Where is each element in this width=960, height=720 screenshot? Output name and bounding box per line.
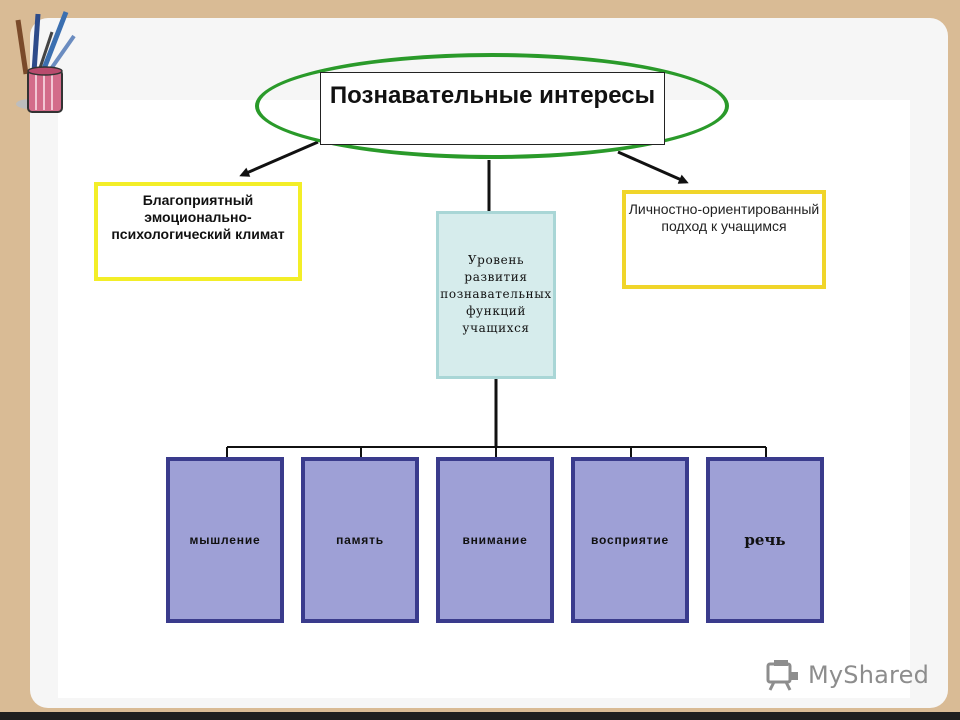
center-factor-node: Уровень развития познавательных функций …	[436, 211, 556, 379]
myshared-logo-icon	[766, 660, 798, 691]
function-node-speech: речь	[706, 457, 824, 623]
arrow-to-left-factor	[239, 140, 319, 177]
function-node-thinking: мышление	[166, 457, 284, 623]
bottom-bar	[0, 712, 960, 720]
function-node-perception: восприятие	[571, 457, 689, 623]
title-node: Познавательные интересы	[320, 72, 665, 145]
function-node-memory: память	[301, 457, 419, 623]
left-factor-node: Благоприятный эмоционально-психологическ…	[94, 182, 302, 281]
watermark-text: MyShared	[808, 661, 930, 689]
arrow-to-right-factor	[617, 150, 689, 184]
pencil-cup-icon	[15, 11, 76, 113]
function-node-attention: внимание	[436, 457, 554, 623]
title-ellipse	[255, 53, 729, 159]
right-factor-node: Личностно-ориентированный подход к учащи…	[622, 190, 826, 289]
watermark: MyShared	[766, 657, 929, 693]
